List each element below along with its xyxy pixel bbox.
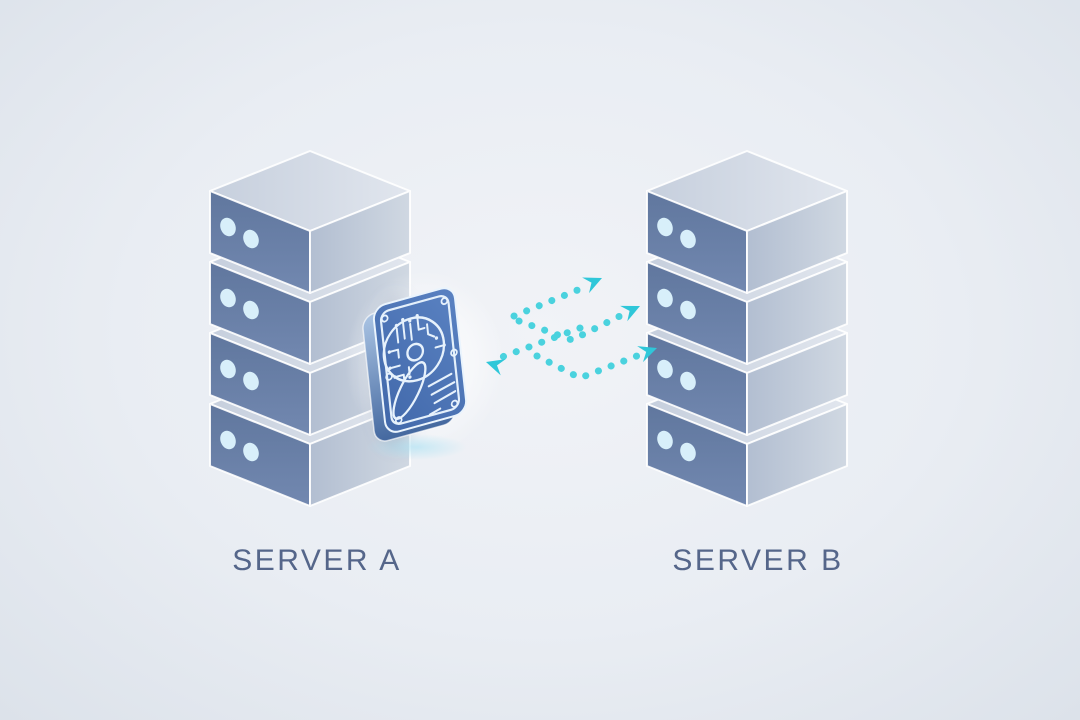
dotted-flow-line [515,310,628,344]
hard-drive-icon [362,287,468,442]
server-a-label: SERVER A [232,544,402,577]
server-b-label: SERVER B [672,544,844,577]
arrowhead-left-icon [486,359,506,376]
arrowhead-right-icon [582,277,602,294]
server-b-stack [646,150,848,507]
dotted-flow-line [533,350,646,382]
actuator-arm-icon [392,361,427,421]
hdd-floor-glow [366,434,466,460]
arrowhead-right-icon [620,305,640,322]
hdd-label-lines [427,372,457,416]
dotted-flow-line [510,283,589,320]
transfer-arrows [486,277,657,382]
dotted-flow-line [498,324,584,361]
arrowhead-right-icon [637,346,657,363]
